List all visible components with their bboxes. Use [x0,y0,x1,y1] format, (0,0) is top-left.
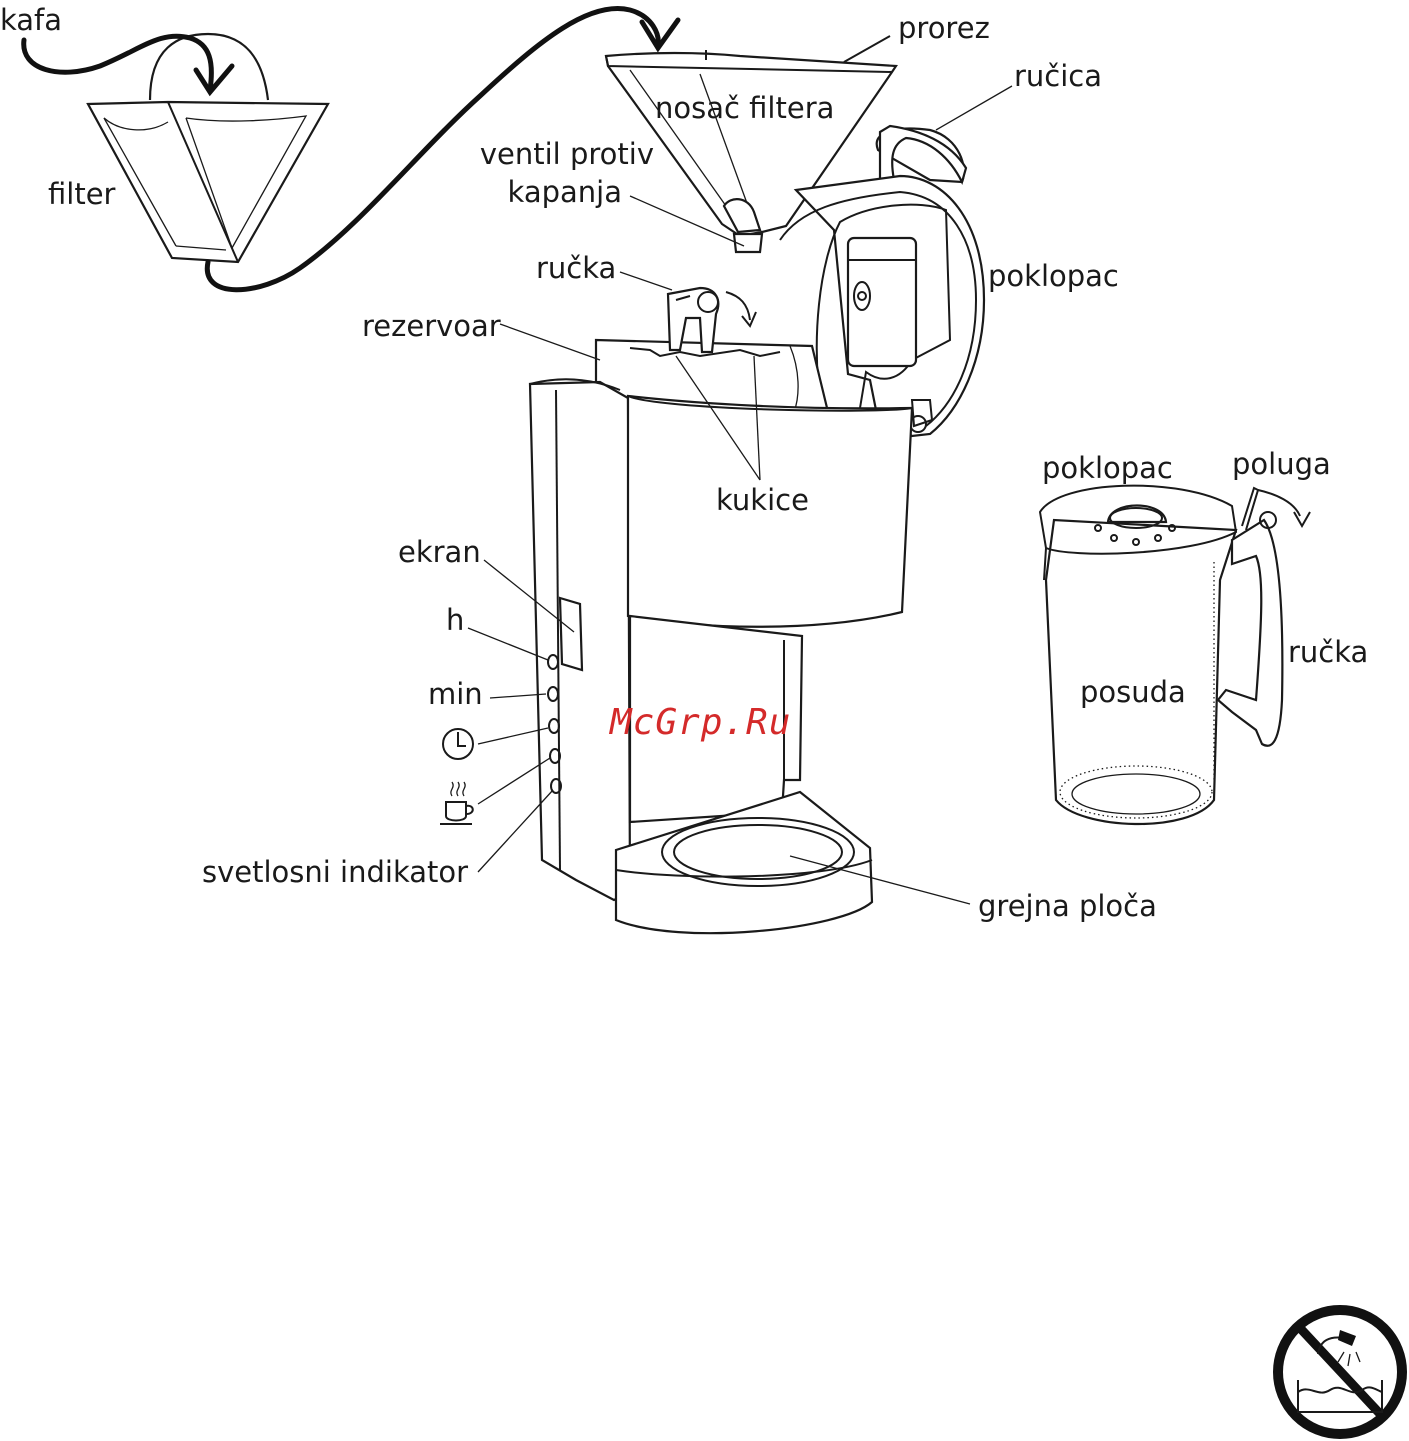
label-ventil-line1: ventil protiv [470,140,654,169]
label-poluga: poluga [1232,450,1331,479]
label-min: min [428,680,483,709]
label-svetlosni-indikator: svetlosni indikator [202,858,468,887]
clock-icon [443,729,473,759]
paper-filter [88,34,328,262]
label-rucka-arm: ručka [536,254,616,283]
no-immersion-icon [1278,1310,1402,1434]
label-nosac-filtera: nosač filtera [655,94,834,123]
watermark: McGrp.Ru [610,702,791,743]
label-filter: filter [48,180,115,209]
carafe [1040,486,1310,824]
label-ekran: ekran [398,538,481,567]
label-kafa: kafa [0,6,62,35]
label-grejna-ploca: grejna ploča [978,892,1157,921]
label-h: h [446,606,464,635]
coffee-maker-body [530,340,912,933]
label-rezervoar: rezervoar [362,312,501,341]
label-prorez: prorez [898,14,990,43]
swivel-arm [668,288,756,352]
label-rucica: ručica [1014,62,1102,91]
label-rucka-carafe: ručka [1288,638,1368,667]
label-posuda: posuda [1080,678,1186,707]
cup-icon [440,782,473,824]
label-kukice: kukice [716,486,809,515]
label-ventil-line2: kapanja [470,178,622,207]
label-poklopac-carafe: poklopac [1042,454,1173,483]
label-poklopac-lid: poklopac [988,262,1119,291]
